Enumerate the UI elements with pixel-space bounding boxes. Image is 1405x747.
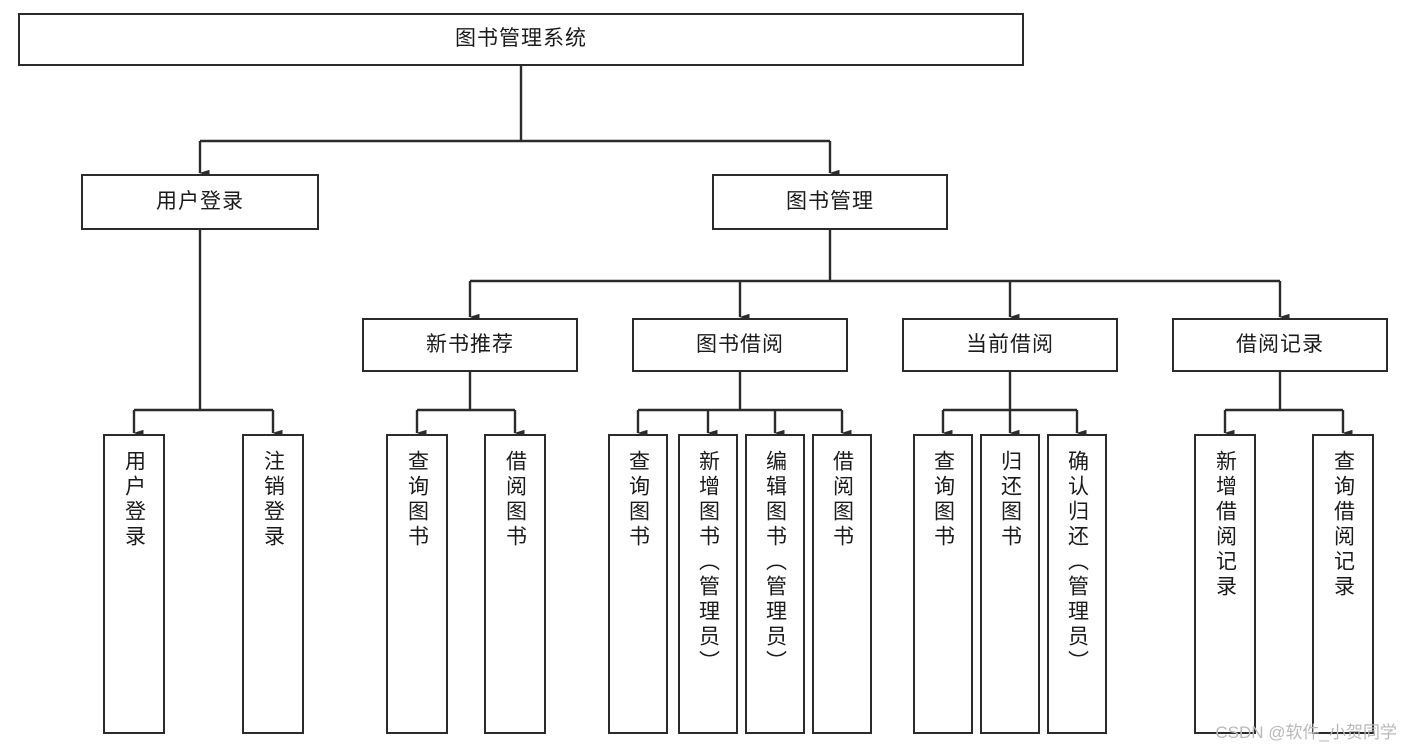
node-book-borrow[interactable]: 图书借阅 xyxy=(632,318,848,372)
node-current-borrow[interactable]: 当前借阅 xyxy=(902,318,1118,372)
node-user-login[interactable]: 用户登录 xyxy=(81,174,319,230)
node-label: 图书管理系统 xyxy=(455,27,587,51)
node-label: 新书推荐 xyxy=(426,332,514,356)
node-leaf-user-logout[interactable]: 注销登录 xyxy=(242,434,304,734)
node-label: 借阅图书 xyxy=(830,450,854,550)
node-label: 查询图书 xyxy=(626,450,650,550)
node-label: 图书管理 xyxy=(786,189,874,213)
node-label: 用户登录 xyxy=(122,450,146,550)
node-label: 查询图书 xyxy=(405,450,429,550)
node-book-manage[interactable]: 图书管理 xyxy=(712,174,948,230)
node-leaf-query-book-2[interactable]: 查询图书 xyxy=(608,434,668,734)
node-label: 图书借阅 xyxy=(696,332,784,356)
node-leaf-borrow-book-1[interactable]: 借阅图书 xyxy=(484,434,546,734)
node-leaf-user-login[interactable]: 用户登录 xyxy=(103,434,165,734)
node-leaf-borrow-book-2[interactable]: 借阅图书 xyxy=(812,434,872,734)
node-label: 用户登录 xyxy=(156,189,244,213)
node-label: 当前借阅 xyxy=(966,332,1054,356)
node-borrow-record[interactable]: 借阅记录 xyxy=(1172,318,1388,372)
node-label: 借阅图书 xyxy=(503,450,527,550)
node-leaf-query-borrow-record[interactable]: 查询借阅记录 xyxy=(1312,434,1374,734)
node-label: 查询图书 xyxy=(931,450,955,550)
node-label: 注销登录 xyxy=(261,450,285,550)
node-new-book-recommend[interactable]: 新书推荐 xyxy=(362,318,578,372)
node-leaf-add-book-admin[interactable]: 新增图书（管理员） xyxy=(678,434,738,734)
node-leaf-query-book-3[interactable]: 查询图书 xyxy=(913,434,973,734)
node-root[interactable]: 图书管理系统 xyxy=(18,13,1024,66)
node-leaf-return-book[interactable]: 归还图书 xyxy=(980,434,1040,734)
node-label: 借阅记录 xyxy=(1236,332,1324,356)
node-label: 新增借阅记录 xyxy=(1213,450,1237,600)
node-label: 查询借阅记录 xyxy=(1331,450,1355,600)
node-label: 归还图书 xyxy=(998,450,1022,550)
node-label: 新增图书（管理员） xyxy=(696,450,720,675)
node-leaf-query-book-1[interactable]: 查询图书 xyxy=(386,434,448,734)
node-leaf-edit-book-admin[interactable]: 编辑图书（管理员） xyxy=(745,434,805,734)
watermark-text: CSDN @软件_小贺同学 xyxy=(1215,723,1397,742)
node-label: 确认归还（管理员） xyxy=(1065,450,1089,675)
node-leaf-confirm-return-admin[interactable]: 确认归还（管理员） xyxy=(1047,434,1107,734)
edge-group xyxy=(132,66,1353,437)
node-label: 编辑图书（管理员） xyxy=(763,450,787,675)
node-leaf-add-borrow-record[interactable]: 新增借阅记录 xyxy=(1194,434,1256,734)
